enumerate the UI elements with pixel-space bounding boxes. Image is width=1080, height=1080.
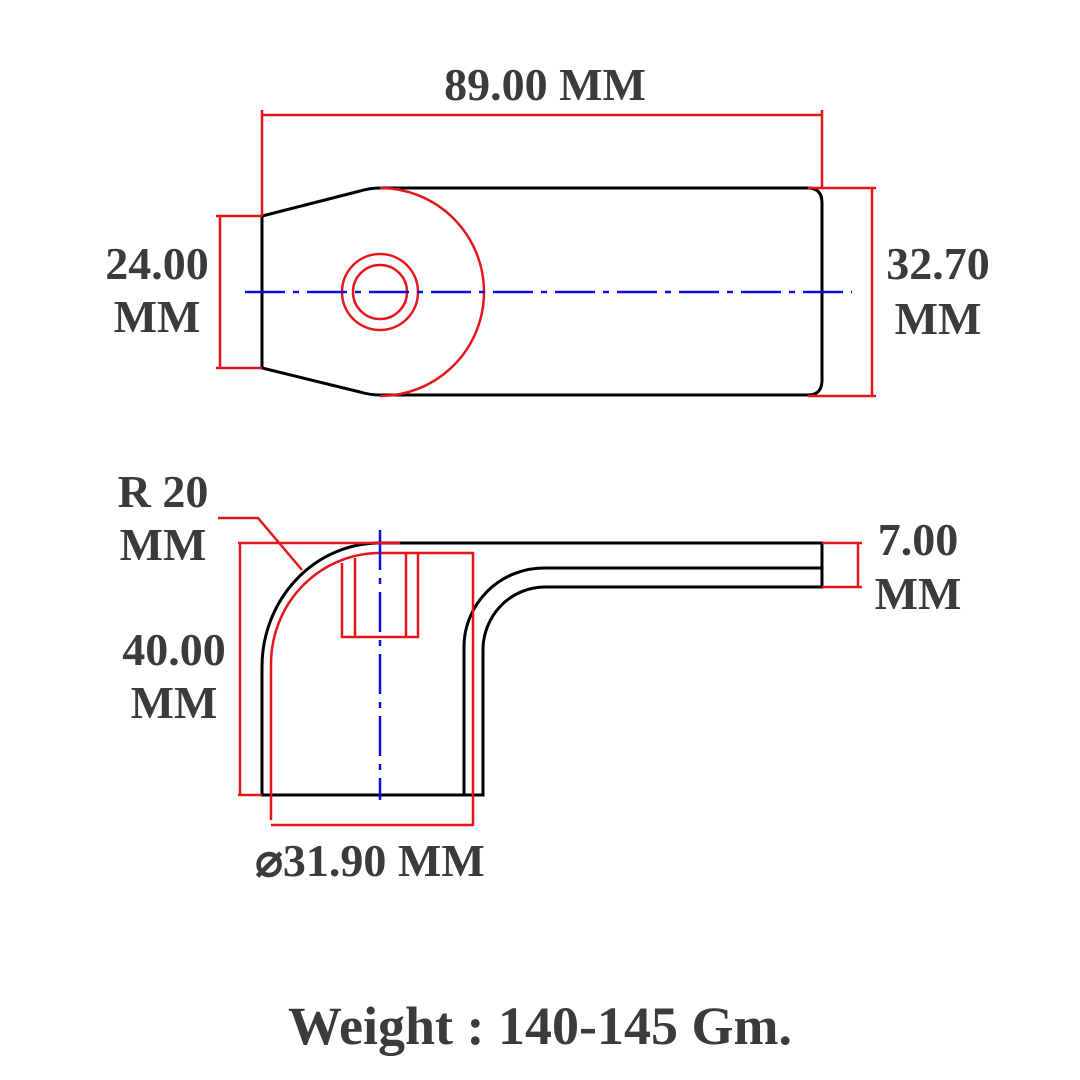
- right-height-dimension: [808, 186, 876, 398]
- left-height-dimension: [216, 214, 262, 370]
- side-view-outer-outline: [260, 541, 824, 797]
- diameter-label: ⌀31.90 MM: [255, 835, 485, 886]
- radius-unit: MM: [120, 519, 207, 570]
- bore-outline: [269, 551, 475, 826]
- thickness-dimension: [822, 541, 862, 589]
- right-height-unit: MM: [895, 293, 982, 344]
- left-height-unit: MM: [114, 291, 201, 342]
- length-dimension: [260, 110, 824, 216]
- height-value: 40.00: [122, 624, 226, 675]
- height-dimension: [238, 541, 400, 797]
- radius-value: R 20: [118, 466, 209, 517]
- top-view-outline: [260, 186, 824, 397]
- height-unit: MM: [131, 677, 218, 728]
- right-height-value: 32.70: [886, 238, 990, 289]
- length-label: 89.00 MM: [444, 59, 646, 110]
- side-view: R 20 MM 40.00 MM 7.00 MM ⌀31.90 MM: [118, 466, 962, 886]
- weight-label: Weight : 140-145 Gm.: [288, 996, 792, 1056]
- side-view-inner-line: [462, 566, 822, 795]
- thickness-unit: MM: [875, 568, 962, 619]
- thickness-value: 7.00: [878, 514, 959, 565]
- left-height-value: 24.00: [105, 238, 209, 289]
- top-view: 89.00 MM 24.00 MM 32.70 MM: [105, 59, 990, 398]
- hole-section: [340, 553, 420, 639]
- radius-leader: [218, 516, 303, 571]
